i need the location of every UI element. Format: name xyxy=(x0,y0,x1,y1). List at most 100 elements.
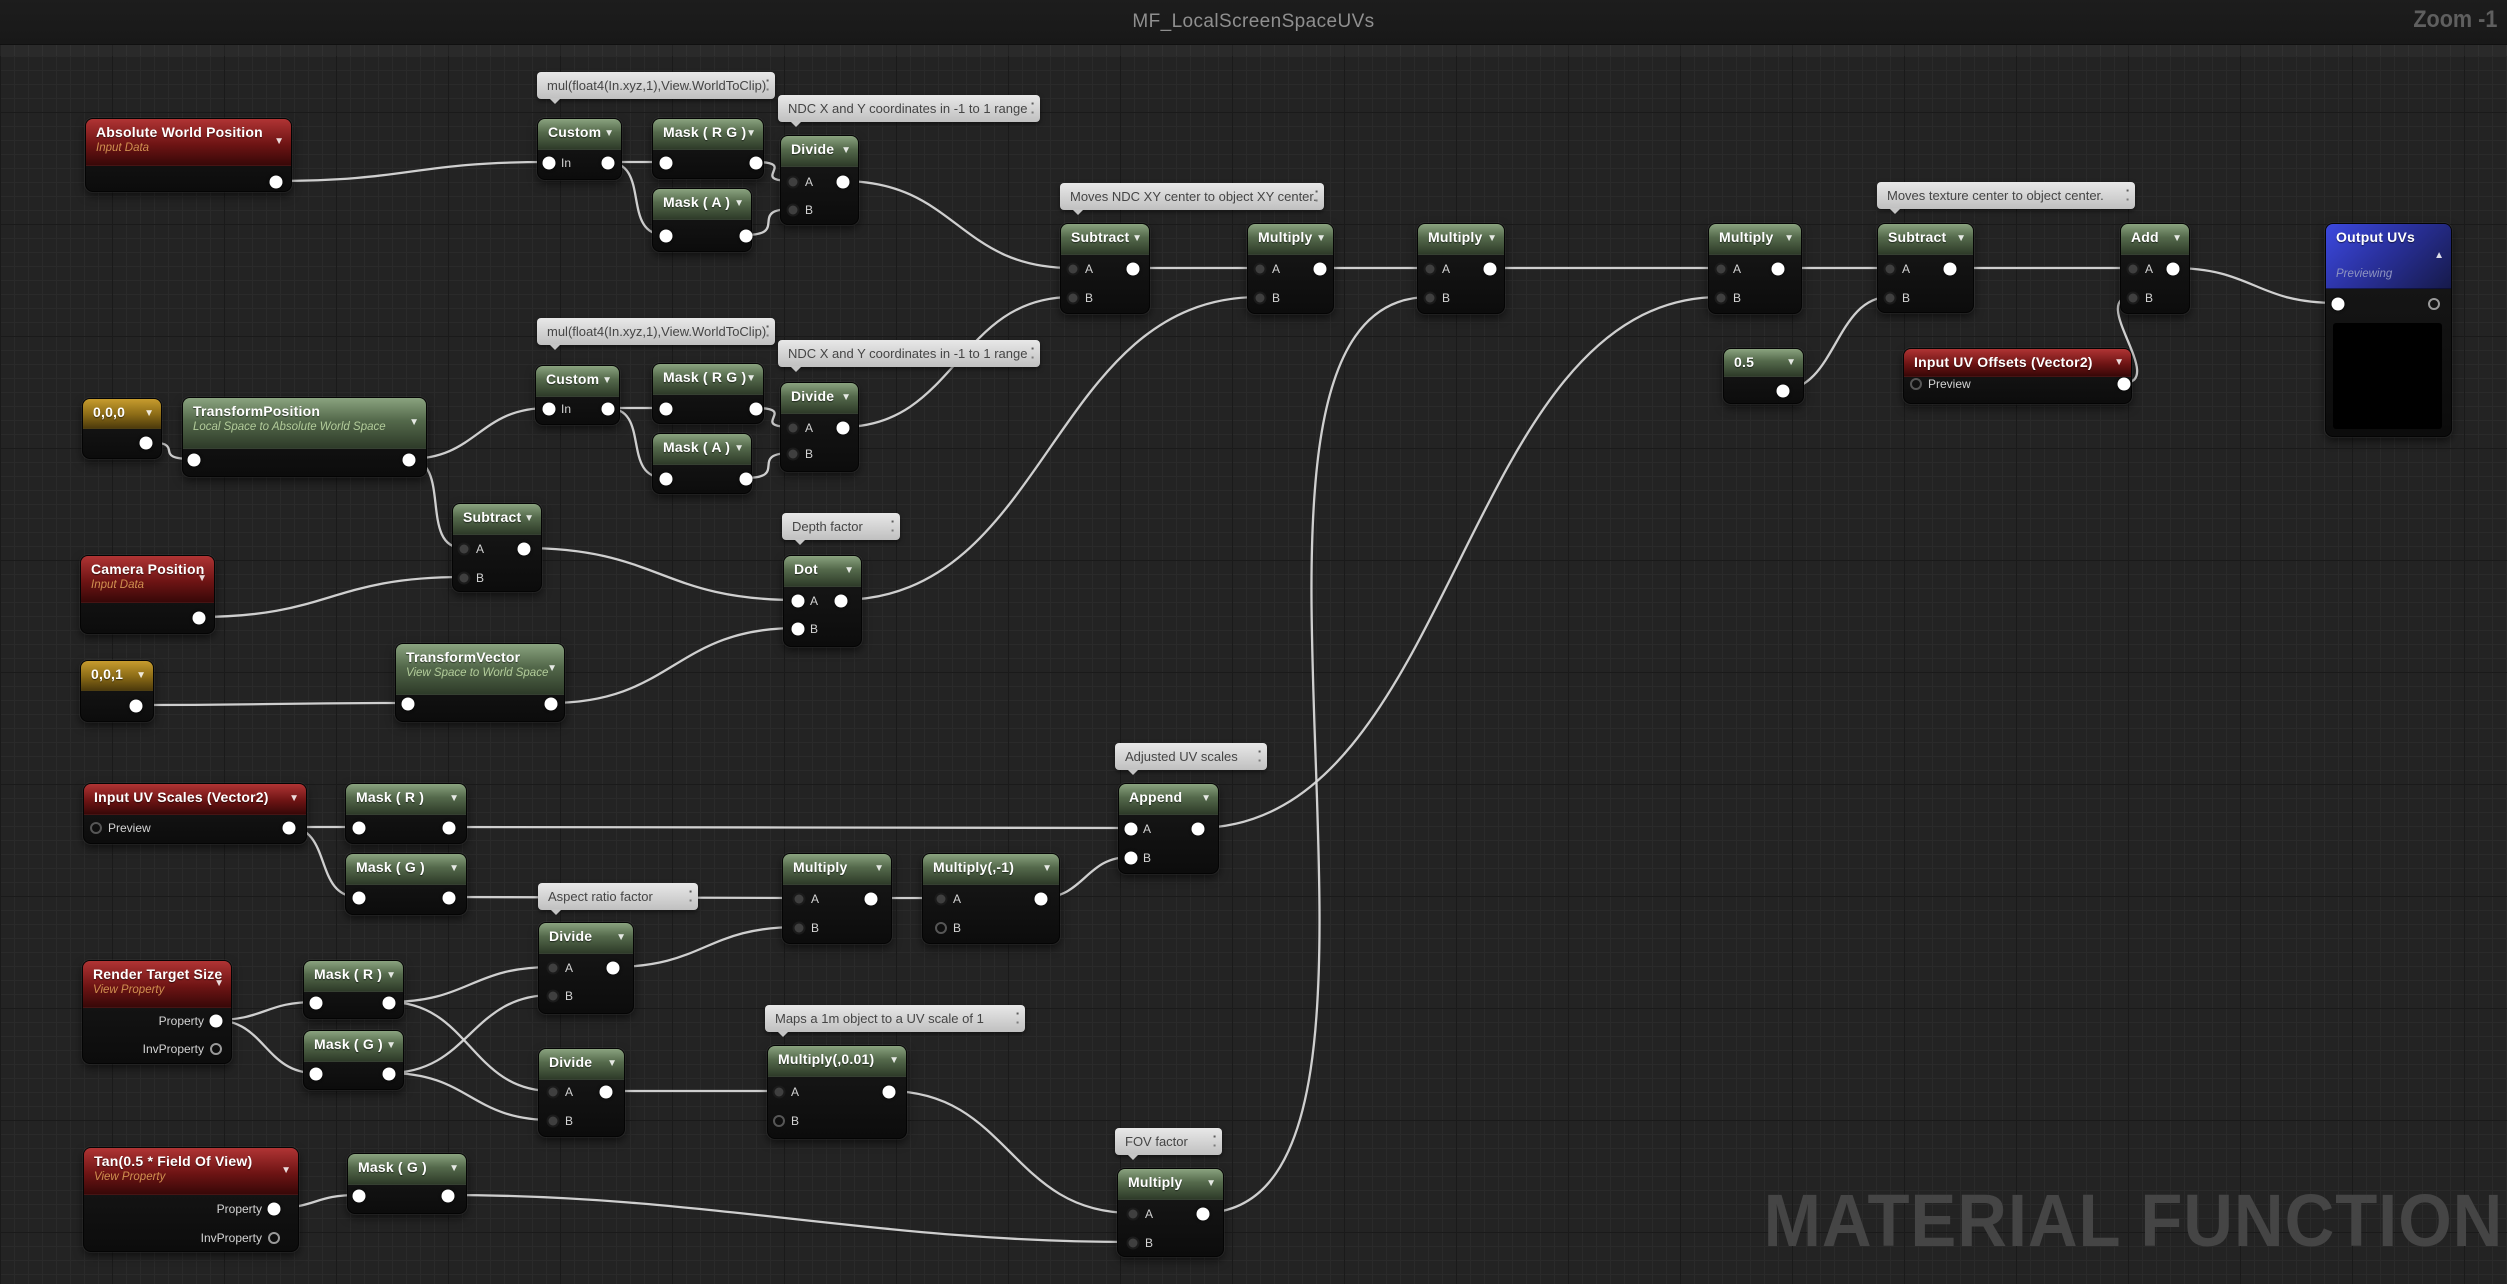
pin-preview[interactable] xyxy=(90,822,102,834)
pin-a[interactable] xyxy=(1883,262,1897,276)
node-input-uv-offsets-vector2[interactable]: Input UV Offsets (Vector2)▼Preview xyxy=(1903,348,2132,404)
expand-triangle-icon[interactable]: ▼ xyxy=(2172,233,2182,244)
output-pin[interactable] xyxy=(1943,262,1957,276)
expand-triangle-icon[interactable]: ▼ xyxy=(844,565,854,576)
expand-triangle-icon[interactable]: ▼ xyxy=(734,198,744,209)
expand-triangle-icon[interactable]: ▼ xyxy=(746,373,756,384)
connection-wire[interactable] xyxy=(2170,266,2339,305)
connection-wire[interactable] xyxy=(386,1000,554,1093)
expand-triangle-icon[interactable]: ▼ xyxy=(136,669,146,681)
expand-triangle-icon[interactable]: ▼ xyxy=(602,375,612,386)
expand-triangle-icon[interactable]: ▼ xyxy=(214,978,224,989)
output-pin[interactable] xyxy=(882,1085,896,1099)
expand-triangle-icon[interactable]: ▼ xyxy=(874,863,884,874)
pin-icon[interactable]: ▪ xyxy=(1016,1009,1019,1018)
output-pin[interactable] xyxy=(749,156,763,170)
expand-triangle-icon[interactable]: ▼ xyxy=(841,145,851,156)
output-pin[interactable] xyxy=(129,699,143,713)
node-mask-a[interactable]: Mask ( A )▼ xyxy=(652,433,753,494)
pin-a[interactable] xyxy=(1126,1207,1140,1221)
expand-triangle-icon[interactable]: ▼ xyxy=(1042,863,1052,874)
node-input-uv-scales-vector2[interactable]: Input UV Scales (Vector2)▼Preview xyxy=(83,783,307,844)
comment-bubble[interactable]: mul(float4(In.xyz,1),View.WorldToClip)▪▪ xyxy=(537,318,775,350)
node-mask-g[interactable]: Mask ( G )▼ xyxy=(303,1030,404,1090)
expand-triangle-icon[interactable]: ▼ xyxy=(1784,233,1794,244)
pin-property[interactable] xyxy=(209,1014,223,1028)
output-pin[interactable] xyxy=(382,1067,396,1081)
details-icon[interactable]: ▪ xyxy=(689,896,692,905)
expand-triangle-icon[interactable]: ▼ xyxy=(197,573,207,584)
comment-bubble[interactable]: NDC X and Y coordinates in -1 to 1 range… xyxy=(778,340,1040,372)
connection-wire[interactable] xyxy=(386,993,554,1075)
expand-triangle-icon[interactable]: ▼ xyxy=(889,1055,899,1066)
connection-wire[interactable] xyxy=(133,701,409,707)
connection-wire[interactable] xyxy=(840,179,1074,270)
pin-b[interactable] xyxy=(773,1115,785,1127)
output-pin[interactable] xyxy=(1313,262,1327,276)
pin-a[interactable] xyxy=(2126,262,2140,276)
pin-b[interactable] xyxy=(2126,291,2140,305)
details-icon[interactable]: ▪ xyxy=(1031,353,1034,362)
output-pin[interactable] xyxy=(1191,822,1205,836)
details-icon[interactable]: ▪ xyxy=(2126,195,2129,204)
pin-b[interactable] xyxy=(457,571,471,585)
comment-bubble[interactable]: Aspect ratio factor▪▪ xyxy=(538,883,698,915)
pin-input[interactable] xyxy=(2331,297,2345,311)
expand-triangle-icon[interactable]: ▼ xyxy=(604,128,614,139)
connection-wire[interactable] xyxy=(886,1089,1134,1215)
pin-a[interactable] xyxy=(792,892,806,906)
output-pin[interactable] xyxy=(382,996,396,1010)
pin-input[interactable] xyxy=(187,453,201,467)
expand-triangle-icon[interactable]: ▼ xyxy=(746,128,756,139)
node-custom[interactable]: Custom▼In xyxy=(537,118,622,180)
node-mask-r-g[interactable]: Mask ( R G )▼ xyxy=(652,363,764,424)
pin-icon[interactable]: ▪ xyxy=(2126,186,2129,195)
expand-triangle-icon[interactable]: ▼ xyxy=(289,793,299,804)
expand-triangle-icon[interactable]: ▼ xyxy=(1487,233,1497,244)
pin-icon[interactable]: ▪ xyxy=(891,517,894,526)
details-icon[interactable]: ▪ xyxy=(1031,108,1034,117)
pin-b[interactable] xyxy=(786,447,800,461)
output-pin[interactable] xyxy=(269,175,283,189)
pin-b[interactable] xyxy=(546,989,560,1003)
pin-input[interactable] xyxy=(659,229,673,243)
pin-a[interactable] xyxy=(546,1085,560,1099)
expand-triangle-icon[interactable]: ▼ xyxy=(734,443,744,454)
details-icon[interactable]: ▪ xyxy=(766,85,769,94)
node-mask-r[interactable]: Mask ( R )▼ xyxy=(345,783,467,844)
output-pin[interactable] xyxy=(864,892,878,906)
pin-b[interactable] xyxy=(1883,291,1897,305)
expand-triangle-icon[interactable]: ▼ xyxy=(1786,356,1796,368)
output-pin[interactable] xyxy=(836,421,850,435)
expand-triangle-icon[interactable]: ▼ xyxy=(1132,233,1142,244)
connection-wire[interactable] xyxy=(196,575,465,619)
connection-wire[interactable] xyxy=(406,406,550,461)
pin-b[interactable] xyxy=(935,922,947,934)
output-pin[interactable] xyxy=(1483,262,1497,276)
pin-icon[interactable]: ▪ xyxy=(1031,344,1034,353)
output-pin[interactable] xyxy=(834,594,848,608)
pin-a[interactable] xyxy=(772,1085,786,1099)
connection-wire[interactable] xyxy=(521,546,799,602)
node-tan-0-5-field-of-view[interactable]: Tan(0.5 * Field Of View)View Property▼Pr… xyxy=(83,1147,299,1252)
node-custom[interactable]: Custom▼In xyxy=(535,365,620,425)
output-pin[interactable] xyxy=(517,542,531,556)
output-pin[interactable] xyxy=(836,175,850,189)
pin-b[interactable] xyxy=(546,1114,560,1128)
node-mask-a[interactable]: Mask ( A )▼ xyxy=(652,188,753,252)
expand-triangle-icon[interactable]: ▼ xyxy=(449,863,459,874)
pin-icon[interactable]: ▪ xyxy=(1315,187,1318,196)
